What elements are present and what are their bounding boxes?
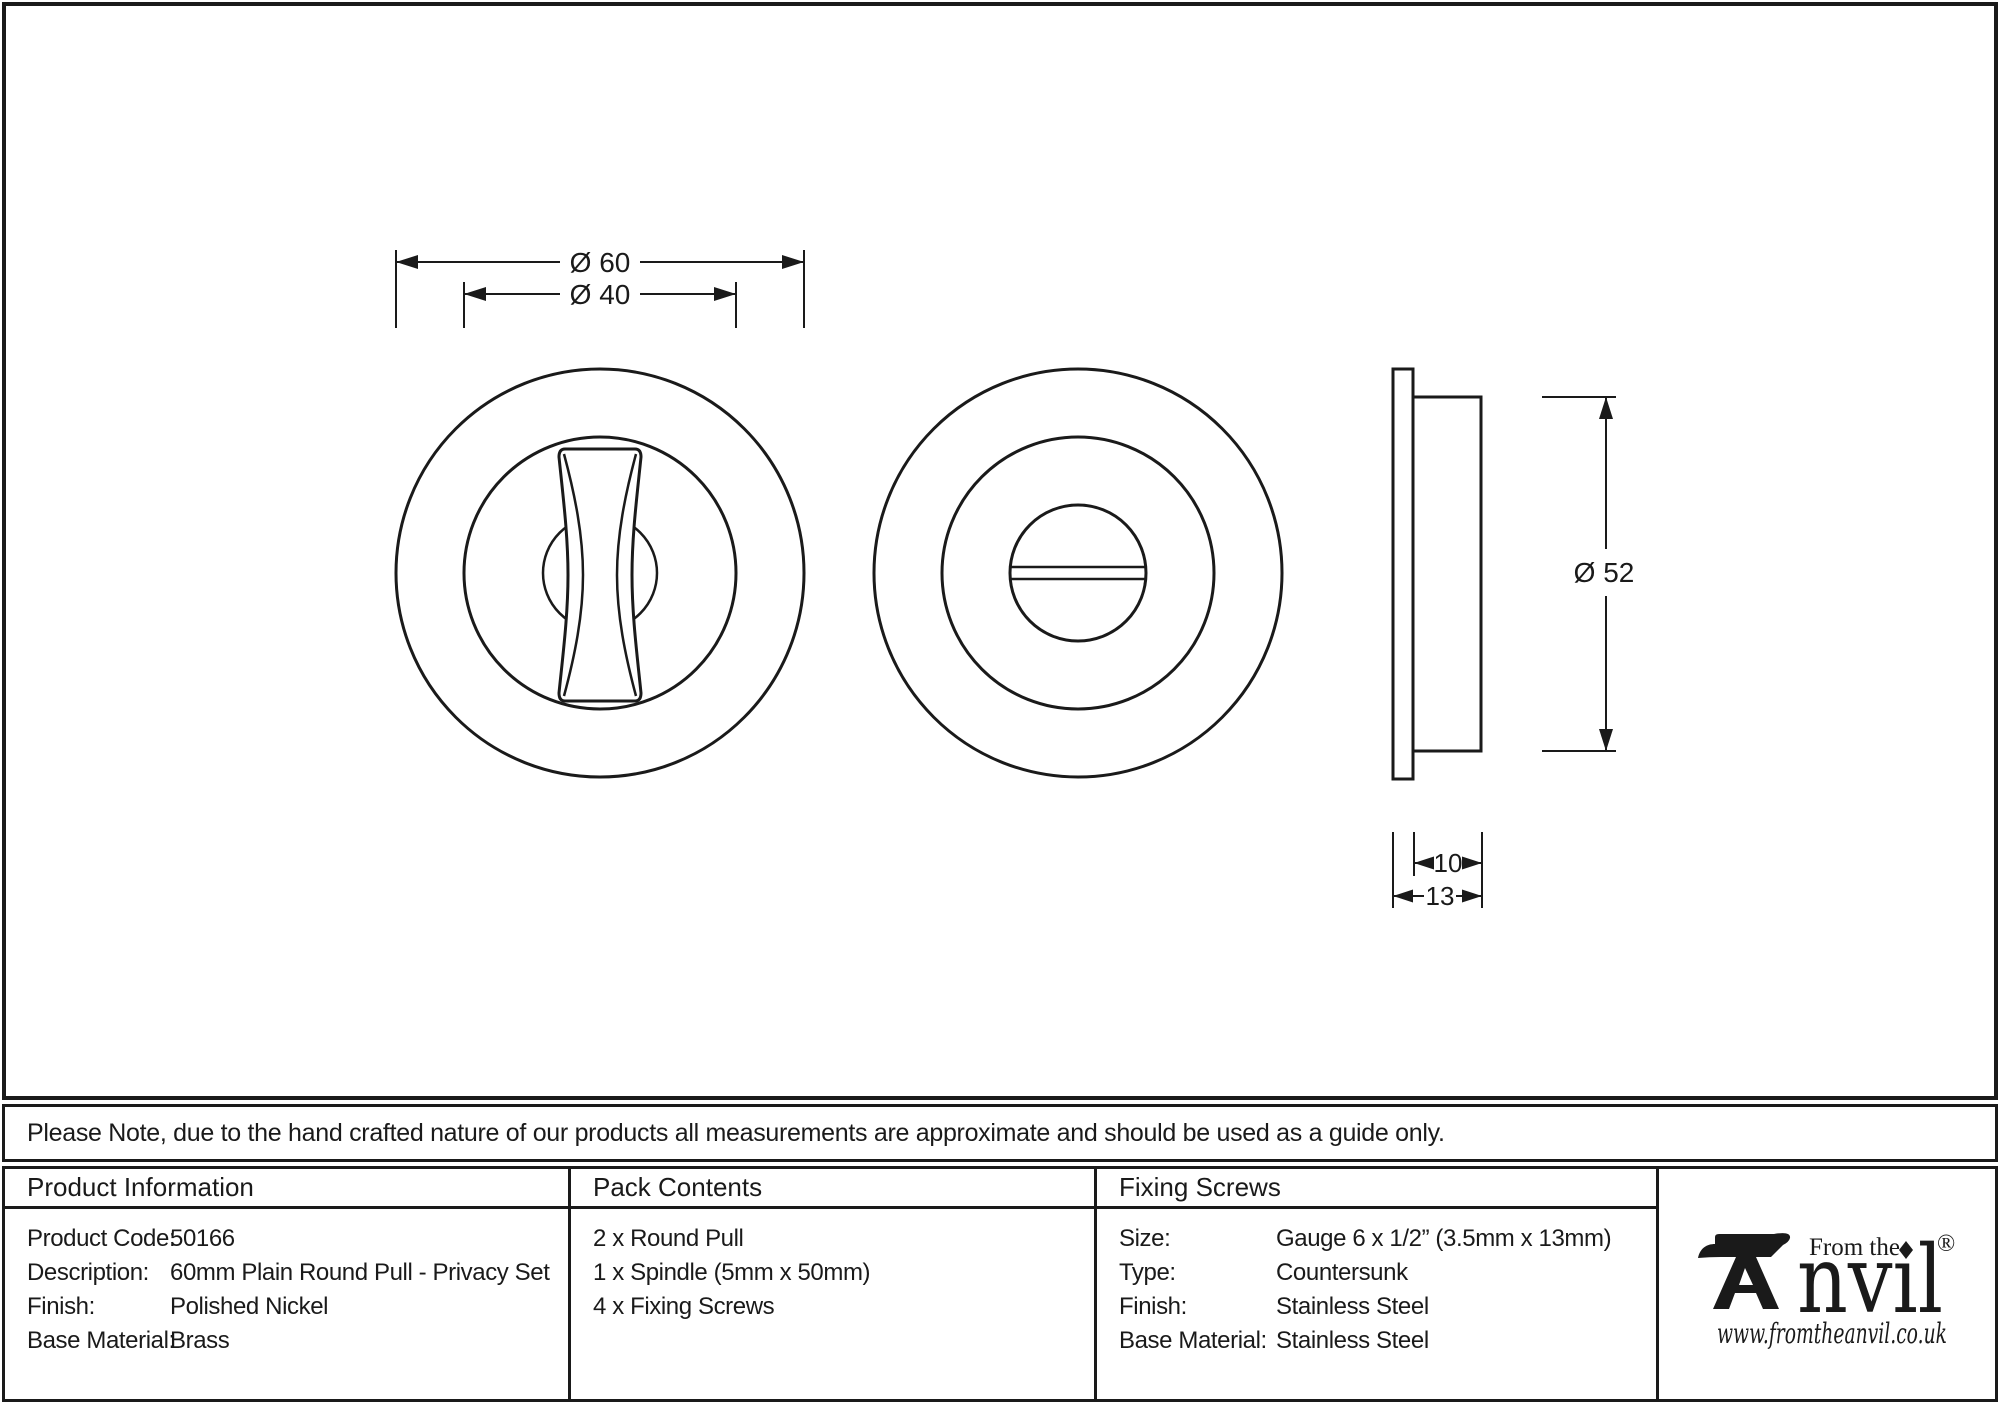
product-spec-table: Product Information Pack Contents Fixing… — [2, 1166, 1998, 1402]
side-flange-rect — [1391, 367, 1415, 781]
table-row: Product Code: 50166 — [27, 1222, 568, 1256]
row-label: Description: — [27, 1259, 149, 1286]
brand-logo-cell: From the nvıl ® www.fromtheanvil.co.uk — [1659, 1169, 1995, 1399]
row-value: Countersunk — [1276, 1259, 1408, 1286]
logo-from-the-text: From the — [1809, 1234, 1900, 1261]
from-the-anvil-logo: From the nvıl ® www.fromtheanvil.co.uk — [1698, 1226, 1955, 1350]
row-label: Type: — [1119, 1259, 1176, 1286]
dim-body-depth: 10 — [1434, 848, 1463, 878]
dimension-labels: Ø 60 Ø 40 Ø 52 10 13 — [570, 247, 1635, 911]
cell-product-information: Product Code: 50166 Description: 60mm Pl… — [5, 1209, 571, 1399]
row-value: Brass — [170, 1327, 230, 1354]
front-view-thumbturn — [394, 367, 806, 779]
diamond-tittle-icon — [1899, 1241, 1913, 1259]
table-row: Base Material: Brass — [27, 1324, 568, 1358]
table-row: Finish: Polished Nickel — [27, 1290, 568, 1324]
table-row: Finish: Stainless Steel — [1119, 1290, 1656, 1324]
table-row: Type: Countersunk — [1119, 1256, 1656, 1290]
row-label: Finish: — [1119, 1293, 1187, 1320]
release-inner-recess-circle — [940, 435, 1216, 711]
list-item: 1 x Spindle (5mm x 50mm) — [593, 1259, 871, 1286]
front-view-coin-release — [872, 367, 1284, 779]
dim-inner-diameter: Ø 40 — [570, 279, 631, 310]
list-item: 2 x Round Pull — [593, 1225, 744, 1252]
header-pack-contents: Pack Contents — [571, 1169, 1097, 1209]
side-body-rect — [1411, 395, 1483, 753]
row-label: Base Material: — [1119, 1327, 1267, 1354]
header-product-information: Product Information — [5, 1169, 571, 1209]
front-outer-rose-circle — [394, 367, 806, 779]
table-row: Description: 60mm Plain Round Pull - Pri… — [27, 1256, 568, 1290]
row-value: 50166 — [170, 1225, 235, 1252]
logo-anvil-wordmark: nvıl — [1797, 1226, 1943, 1335]
row-value: Polished Nickel — [170, 1293, 329, 1320]
anvil-icon — [1698, 1233, 1791, 1309]
row-value: 60mm Plain Round Pull - Privacy Set — [170, 1259, 550, 1286]
dim-total-depth: 13 — [1426, 881, 1455, 911]
side-profile-view — [1391, 367, 1483, 781]
release-outer-rose-circle — [872, 367, 1284, 779]
thumbturn-left-bevel-line — [562, 453, 585, 697]
table-row: Base Material: Stainless Steel — [1119, 1324, 1656, 1358]
release-coin-turn-circle — [1008, 503, 1148, 643]
row-label: Finish: — [27, 1293, 95, 1320]
dim-outer-diameter: Ø 60 — [570, 247, 631, 278]
row-value: Gauge 6 x 1/2” (3.5mm x 13mm) — [1276, 1225, 1612, 1252]
row-label: Base Material: — [27, 1327, 175, 1354]
header-fixing-screws: Fixing Screws — [1097, 1169, 1659, 1209]
measurement-note-bar: Please Note, due to the hand crafted nat… — [2, 1104, 1998, 1162]
list-item: 4 x Fixing Screws — [593, 1293, 775, 1320]
cell-pack-contents: 2 x Round Pull 1 x Spindle (5mm x 50mm) … — [571, 1209, 1097, 1399]
registered-trademark-icon: ® — [1937, 1231, 1955, 1257]
thumbturn-bar — [557, 447, 643, 703]
row-value: Stainless Steel — [1276, 1327, 1429, 1354]
cell-fixing-screws: Size: Gauge 6 x 1/2” (3.5mm x 13mm) Type… — [1097, 1209, 1659, 1399]
thumbturn-right-bevel-line — [615, 453, 638, 697]
table-row: Size: Gauge 6 x 1/2” (3.5mm x 13mm) — [1119, 1222, 1656, 1256]
drawing-area-frame: Ø 60 Ø 40 Ø 52 10 13 — [2, 2, 1998, 1100]
logo-website-url: www.fromtheanvil.co.uk — [1717, 1317, 1947, 1350]
front-inner-recess-circle — [462, 435, 738, 711]
measurement-note-text: Please Note, due to the hand crafted nat… — [27, 1118, 1445, 1147]
technical-drawing: Ø 60 Ø 40 Ø 52 10 13 — [394, 247, 1635, 911]
row-value: Stainless Steel — [1276, 1293, 1429, 1320]
row-label: Product Code: — [27, 1225, 176, 1252]
row-label: Size: — [1119, 1225, 1171, 1252]
dim-side-diameter: Ø 52 — [1574, 557, 1635, 588]
dimension-arrowheads — [396, 255, 1613, 903]
dimension-lines — [395, 250, 1616, 908]
